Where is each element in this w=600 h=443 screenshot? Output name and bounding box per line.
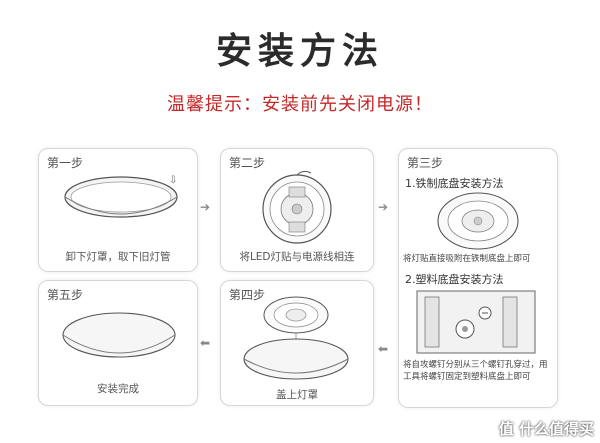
step-3-card: 第三步 1.铁制底盘安装方法 将灯贴直接吸附在铁制底盘上即可 2.塑料底盘安装方… bbox=[398, 148, 558, 408]
iron-base-illustration bbox=[437, 192, 519, 250]
right-arrow-icon: ➔ bbox=[200, 200, 211, 214]
plastic-base-caption-line-2: 工具将螺钉固定到塑料底盘上即可 bbox=[403, 372, 531, 382]
plastic-base-method-title: 2.塑料底盘安装方法 bbox=[405, 273, 504, 286]
iron-base-caption: 将灯贴直接吸附在铁制底盘上即可 bbox=[403, 254, 531, 264]
iron-base-method-title: 1.铁制底盘安装方法 bbox=[405, 177, 504, 190]
step-4-label: 第四步 bbox=[229, 288, 266, 302]
plastic-base-screw-illustration bbox=[416, 290, 536, 354]
step-1-caption: 卸下灯罩，取下旧灯管 bbox=[65, 251, 171, 263]
safety-warning: 温馨提示：安装前先关闭电源！ bbox=[167, 94, 433, 115]
step-5-caption: 安装完成 bbox=[97, 383, 139, 395]
step-4-card: 第四步 盖上灯罩 bbox=[220, 280, 374, 406]
left-arrow-icon: ⬅ bbox=[200, 336, 211, 350]
step-1-card: 第一步 ⇩ 卸下灯罩，取下旧灯管 bbox=[38, 148, 198, 272]
step-2-caption: 将LED灯贴与电源线相连 bbox=[239, 251, 355, 263]
installed-lamp-illustration bbox=[62, 312, 176, 358]
lamp-cover-illustration bbox=[243, 296, 349, 380]
led-module-illustration bbox=[262, 170, 332, 244]
left-arrow-icon: ⬅ bbox=[378, 342, 389, 356]
down-arrow-icon: ⇩ bbox=[169, 175, 177, 186]
step-4-caption: 盖上灯罩 bbox=[276, 389, 318, 401]
ceiling-lamp-illustration: ⇩ bbox=[64, 175, 178, 218]
plastic-base-caption-line-1: 将自攻螺钉分别从三个螺钉孔穿过，用 bbox=[403, 360, 548, 370]
step-1-label: 第一步 bbox=[47, 156, 84, 170]
step-5-card: 第五步 安装完成 bbox=[38, 280, 198, 406]
step-5-label: 第五步 bbox=[47, 288, 84, 302]
watermark-logo: 值 什么值得买 bbox=[498, 420, 594, 438]
step-3-label: 第三步 bbox=[407, 156, 444, 170]
step-2-card: 第二步 将LED灯贴与电源线相连 bbox=[220, 148, 374, 272]
page-title: 安装方法 bbox=[215, 31, 384, 72]
step-2-label: 第二步 bbox=[229, 156, 266, 170]
right-arrow-icon: ➔ bbox=[378, 200, 389, 214]
